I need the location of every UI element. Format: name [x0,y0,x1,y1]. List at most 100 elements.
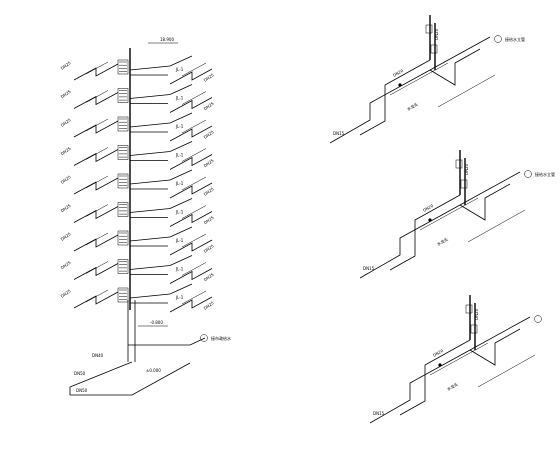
left-fixture-pipe [73,92,119,109]
detail-end-symbol-icon [524,170,532,178]
detail-valve-label: DN20 [464,163,469,175]
right-fixture-pipe [169,125,213,142]
detail-branch-label: DN15 [373,411,385,416]
detail-fitting-dot [398,83,402,87]
detail-pipe-label: DN20 [432,348,445,358]
right-fixture-hatch [181,262,207,276]
inlet-note: 接市政给水 [211,335,231,341]
detail-dim-line [467,209,526,243]
detail-dim-line [477,354,536,388]
right-branch-pipe [129,226,193,242]
floor-pipe-label-right: DN25 [203,158,215,169]
floor-pipe-label: DN25 [60,260,72,271]
floor-fitting-label: JL-1 [175,238,184,243]
left-fixture-hatch [85,90,109,103]
floor-pipe-label-right: DN25 [203,215,215,226]
valve-cluster-box [117,287,129,303]
detail-fixture-label: 水龙头 [436,236,449,247]
right-branch-pipe [129,255,193,270]
detail-branch-label: DN15 [363,266,375,271]
right-fixture-hatch [181,176,207,191]
floor-fitting-label: JL-1 [175,210,184,215]
detail-valve-box-2 [430,44,438,54]
right-branch-pipe [129,283,193,299]
detail-note: 接给水立管 [505,36,525,42]
floor-pipe-label: DN25 [60,174,72,185]
floor-pipe-label-right: DN25 [203,243,215,254]
detail-pipe-label: DN20 [422,203,435,213]
valve-cluster-box [117,88,129,103]
floor-pipe-label: DN25 [60,117,72,128]
detail-branch-pipe [399,339,471,416]
main-pipe-label: DN40 [92,353,104,358]
ground-elev-label: ±0.000 [146,368,161,373]
left-fixture-hatch [85,175,109,189]
detail-end-symbol-icon [494,35,502,43]
left-fixture-hatch [85,232,109,246]
floor-pipe-label-right: DN25 [203,101,215,112]
detail-dim-line [437,74,496,108]
right-fixture-hatch [181,233,207,248]
bottom-pipe-label-2: DN50 [76,388,88,393]
left-fixture-hatch [85,147,109,160]
valve-cluster-box [117,259,129,274]
detail-pipe-label: DN20 [392,68,405,78]
floor-fitting-label: JL-1 [175,124,184,129]
detail-main-pipe [369,316,531,424]
left-fixture-pipe [73,263,119,280]
left-fixture-hatch [85,118,109,132]
right-fixture-hatch [181,148,207,162]
right-fixture-pipe [169,239,213,256]
valve-cluster-box [117,59,129,75]
detail-branch-label: DN15 [333,131,345,136]
right-fixture-hatch [181,91,207,105]
floor-fitting-label: JL-1 [175,295,184,300]
left-fixture-pipe [73,63,119,81]
detail-end-symbol-icon [534,315,542,323]
floor-pipe-label-right: DN25 [203,300,215,311]
detail-fixture-pipe [429,48,481,86]
floor-fitting-label: JL-1 [175,96,184,101]
left-fixture-hatch [85,204,109,217]
floor-pipe-label-right: DN25 [203,186,215,197]
detail-main-pipe [329,36,491,144]
detail-hatch-line [419,197,479,231]
left-fixture-pipe [73,206,119,223]
detail-valve-box [455,159,463,169]
detail-fitting-dot [428,218,432,222]
detail-note: 接给水立管 [535,171,555,177]
bottom-pipe-label: DN50 [74,371,86,376]
left-fixture-pipe [73,149,119,166]
floor-fitting-label: JL-1 [175,267,184,272]
valve-cluster-box [117,145,129,160]
floor-pipe-label: DN25 [60,288,72,299]
right-branch-pipe [129,198,193,213]
right-branch-pipe [129,55,193,71]
detail-valve-box-2 [460,179,468,189]
detail-fixture-label: 水龙头 [446,381,459,392]
right-branch-pipe [129,112,193,128]
floor-pipe-label-right: DN25 [203,72,215,83]
floor-pipe-label: DN25 [60,203,72,214]
left-fixture-pipe [73,177,119,195]
detail-valve-box [425,24,433,34]
left-fixture-pipe [73,291,119,309]
detail-fixture-pipe [459,183,511,221]
valve-cluster-box [117,202,129,217]
floor-fitting-label: JL-1 [175,153,184,158]
left-fixture-hatch [85,289,109,303]
floor-pipe-label: DN25 [60,60,72,71]
floor-pipe-label: DN25 [60,89,72,100]
right-fixture-pipe [169,68,213,85]
floor-pipe-label-right: DN25 [203,272,215,283]
right-fixture-pipe [169,154,213,170]
